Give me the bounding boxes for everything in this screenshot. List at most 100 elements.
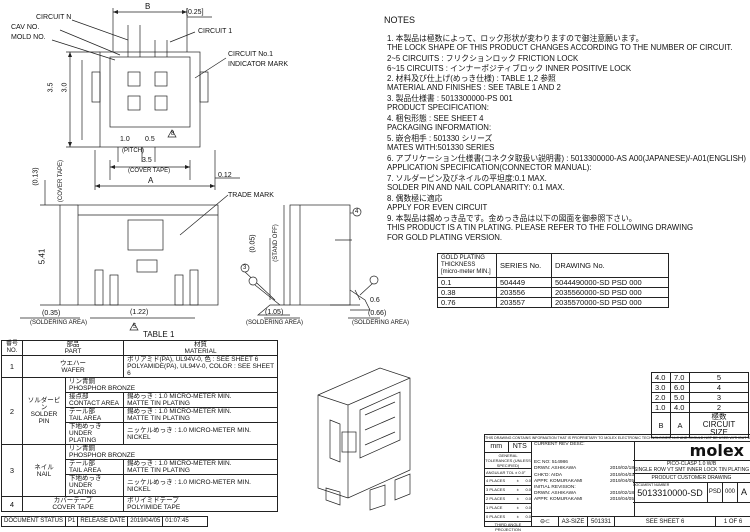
dim-541: 5.41	[37, 248, 47, 265]
dim-35a: 3.5	[47, 82, 55, 93]
title-line-2: SINGLE ROW VT SMT INNER LOCK TIN PLATING	[633, 467, 750, 473]
tol-pm: ±	[516, 487, 519, 492]
sub-plating: ニッケルめっき : 1.0 MICRO-METER MIN.	[127, 478, 251, 486]
product-drawing-label: PRODUCT CUSTOMER DRAWING	[633, 474, 750, 483]
right-view-outline	[289, 204, 351, 306]
general-tolerances: GENERAL TOLERANCES (UNLESS SPECIFIED)	[485, 453, 531, 469]
note-line: PRODUCT SPECIFICATION:	[387, 103, 489, 112]
gold-cell: 504449	[496, 277, 552, 288]
sub-area-en: UNDER PLATING	[69, 430, 97, 444]
units: mm	[485, 442, 509, 452]
dim-105: (1.05)	[265, 309, 284, 316]
document-number: 5013310000-SD	[637, 488, 703, 498]
callout-4: 4	[355, 209, 359, 215]
cover-tape-vertical: (COVER TAPE)	[58, 159, 65, 203]
note-line: FOR GOLD PLATING VERSION.	[387, 233, 503, 242]
table1-label: TABLE 1	[143, 330, 175, 339]
trade-mark-label: TRADE MARK	[228, 192, 274, 199]
mat-en: POLYAMIDE(PA), UL94V-0, COLOR : SEE SHEE…	[127, 363, 274, 377]
mold-no-label: MOLD NO.	[11, 34, 46, 41]
checked-date: 2019/04/03	[609, 472, 634, 478]
projection-icon: ⊖⊂	[532, 517, 559, 527]
circuit-cell: 2	[689, 402, 749, 413]
circuit-cell: 3	[689, 392, 749, 403]
series-number: 501331	[588, 517, 615, 527]
hdr-no-en: NO.	[6, 348, 18, 354]
mat-jp: ポリイミドテープ	[127, 497, 179, 504]
indicator-mark-label: INDICATOR MARK	[228, 61, 289, 68]
gold-cell: 203556	[496, 287, 552, 298]
tol-places: 1 PLACE	[486, 505, 503, 510]
circuit-cell: 4.0	[670, 402, 690, 413]
sub-area-en: TAIL AREA	[69, 415, 102, 422]
gold-cell: 203557	[496, 297, 552, 308]
sub-area-jp: 下地めっき	[69, 423, 102, 430]
note-line: MATERIAL AND FINISHES : SEE TABLE 1 AND …	[387, 83, 561, 92]
doc-status-label: DOCUMENT STATUS	[2, 517, 67, 526]
sheet-number: 1 OF 6	[723, 519, 743, 525]
mat-jp: リン青銅	[69, 445, 95, 452]
see-sheet: SEE SHEET 6	[615, 517, 716, 527]
checked-by: CHK'D: AIDA	[534, 472, 563, 478]
title-line-1: PICO-CLASP 1.0 W/B	[666, 461, 717, 467]
proprietary-notice: THIS DRAWING CONTAINS INFORMATION THAT I…	[485, 435, 750, 442]
note-line: THIS PRODUCT IS A TIN PLATING. PLEASE RE…	[387, 223, 694, 232]
dim-025: [0.25]	[186, 9, 204, 16]
sub-plating: 錫めっき : 1.0 MICRO-METER MIN.	[127, 393, 232, 400]
row-no: 1	[1, 355, 23, 378]
mat-en: PHOSPHOR BRONZE	[69, 385, 136, 392]
circuit-no1-label: CIRCUIT No.1	[228, 51, 273, 58]
tol-places: 0 PLACES	[486, 514, 506, 519]
doc-number-label: DOCUMENT NUMBER	[633, 483, 670, 487]
dim-005: (0.05)	[249, 234, 257, 253]
cover-tape-label: (COVER TAPE)	[128, 168, 171, 174]
note-line: PACKAGING INFORMATION:	[387, 123, 492, 132]
doc-status-value: P1	[66, 517, 79, 526]
sub-plating: ニッケルめっき : 1.0 MICRO-METER MIN.	[127, 426, 251, 434]
release-time: 01:07:45	[165, 518, 189, 524]
current-rev-desc: CURRENT REV DESC:	[534, 442, 585, 447]
note-line: 5. 嵌合相手 : 501330 シリーズ	[387, 134, 493, 143]
tol-pm: ±	[516, 496, 519, 501]
circuit-cell: 3.0	[651, 382, 671, 393]
part-en: COVER TAPE	[52, 504, 94, 511]
sub-area-en: TAIL AREA	[69, 467, 102, 474]
note-line: 9. 本製品は錫めっき品です。金めっき品は以下の図面を御参照下さい。	[387, 214, 637, 223]
document-status-bar: DOCUMENT STATUS P1 RELEASE DATE 2019/04/…	[1, 516, 208, 527]
tol-value: 0.0	[525, 514, 531, 519]
hdr-material-jp: 材質	[194, 341, 208, 348]
stand-off-label: (STAND OFF)	[272, 224, 279, 262]
gold-header-series: SERIES No.	[496, 253, 552, 278]
gold-cell: 0.38	[437, 287, 497, 298]
doc-type: PSD	[708, 483, 723, 502]
note-line: MATES WITH:501330 SERIES	[387, 143, 495, 152]
tol-pm: ±	[516, 478, 519, 483]
doc-part: 000	[723, 483, 738, 502]
tol-value: 0.0	[525, 487, 531, 492]
row-no: 2	[1, 377, 23, 445]
dim-35b: 3.5	[142, 157, 152, 164]
gold-plating-table: GOLD PLATING THICKNESS [micro-meter MIN.…	[437, 253, 669, 308]
circuit-cell: 6.0	[670, 382, 690, 393]
approved-by: APPR: KOMURAKAMI	[534, 478, 583, 484]
callout-3: 3	[243, 265, 247, 271]
sub-area-en: CONTACT AREA	[69, 400, 119, 407]
molex-logo: molex	[689, 441, 744, 460]
drawn-by-initial: DRWN: ASHIKAWA	[534, 491, 577, 497]
mat-jp: リン青銅	[69, 378, 95, 385]
notes-title: NOTES	[384, 15, 416, 25]
part-jp: ウエハー	[60, 359, 87, 367]
revision: A	[740, 487, 747, 497]
approved-date: 2019/04/05	[609, 478, 634, 484]
sub-area-en: UNDER PLATING	[69, 482, 97, 496]
circuit-n-label: CIRCUIT N	[36, 14, 72, 21]
sub-plating-en: NICKEL	[127, 433, 151, 441]
circuit-cell: 4.0	[651, 372, 671, 383]
part-jp: カバーテープ	[53, 497, 93, 504]
tol-value: 0.0	[525, 478, 531, 483]
note-line: 2. 材料及び仕上げ(めっき仕様) : TABLE 1,2 参照	[387, 74, 556, 83]
note-ref-8: 8	[171, 131, 175, 137]
part-en: SOLDER PIN	[30, 411, 58, 425]
tol-value: 0.0	[525, 496, 531, 501]
